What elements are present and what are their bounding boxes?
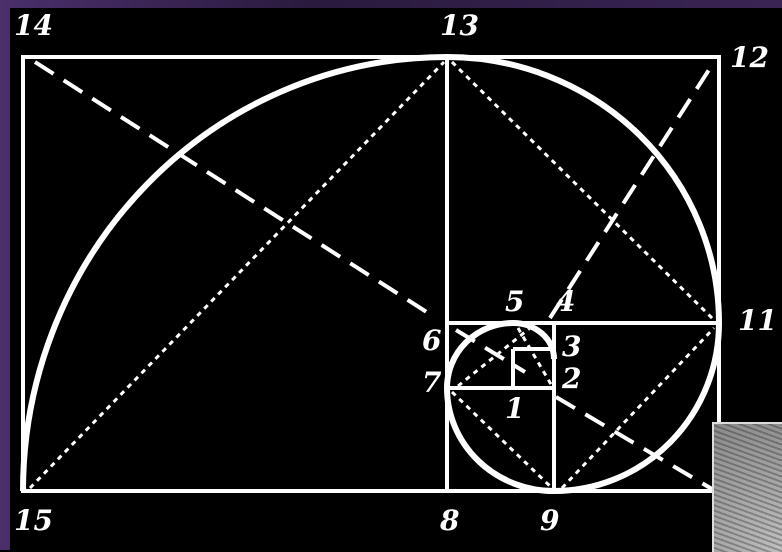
dotted-line-9-11 (560, 326, 716, 490)
label-15: 15 (14, 504, 53, 537)
dashed-diagonals (33, 60, 714, 491)
corner-thumbnail-image (712, 422, 782, 552)
label-4: 4 (556, 285, 575, 318)
label-9: 9 (540, 504, 559, 537)
dashed-line-2-corner (554, 395, 714, 491)
label-3: 3 (562, 330, 581, 363)
label-11: 11 (738, 304, 777, 337)
golden-spiral (20, 53, 723, 495)
label-2: 2 (561, 362, 581, 395)
dashed-line-inner (454, 328, 527, 374)
label-1: 1 (505, 392, 524, 425)
label-6: 6 (422, 324, 441, 357)
dashed-line-4-12 (548, 63, 714, 320)
label-7: 7 (422, 366, 442, 399)
dotted-diagonals (28, 60, 716, 490)
label-14: 14 (14, 9, 53, 42)
label-5: 5 (505, 285, 524, 318)
diagram-background (10, 8, 782, 550)
label-8: 8 (439, 504, 459, 537)
dotted-line-5-2 (516, 327, 554, 387)
dotted-line-7-9 (450, 390, 554, 490)
dashed-line-14-6 (33, 60, 438, 320)
label-12: 12 (730, 41, 769, 74)
dotted-line-13-11 (450, 60, 716, 322)
outer-rectangle (21, 55, 721, 493)
label-13: 13 (440, 9, 479, 42)
point-labels: 14 13 12 11 15 8 9 6 7 5 4 3 2 1 (14, 9, 777, 537)
golden-spiral-diagram: 14 13 12 11 15 8 9 6 7 5 4 3 2 1 (10, 8, 782, 550)
